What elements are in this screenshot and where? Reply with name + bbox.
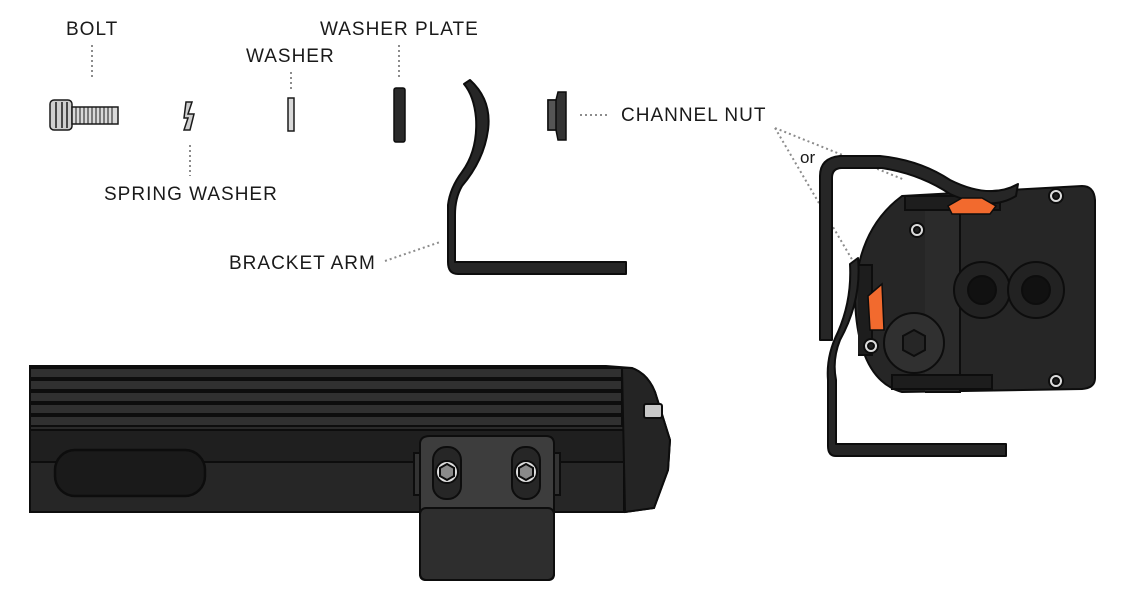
light-housing-side-view	[853, 184, 1096, 394]
light-bar	[29, 365, 672, 514]
channel-nut-side-icon	[867, 282, 885, 331]
washer-plate-label: WASHER PLATE	[320, 19, 479, 40]
hex-bolt-right-icon	[514, 460, 538, 484]
bracket-arm-label: BRACKET ARM	[229, 253, 376, 274]
side-bracket-bottom-arm	[826, 257, 1007, 457]
channel-nut-icon	[547, 91, 567, 141]
washer-icon	[287, 97, 295, 132]
washer-plate-icon	[393, 87, 406, 143]
hex-bolt-left-icon	[435, 460, 459, 484]
bolt-icon	[49, 99, 119, 131]
mounted-bracket	[419, 435, 555, 581]
bracket-arm-leader	[384, 241, 441, 262]
or-label: or	[800, 148, 816, 167]
bracket-arm-icon	[447, 79, 627, 275]
bolt-label: BOLT	[66, 19, 119, 40]
channel-nut-leader-side	[774, 127, 858, 269]
spring-washer-label: SPRING WASHER	[104, 184, 278, 205]
leader-lines	[91, 45, 906, 269]
channel-nut-leader-top	[774, 127, 906, 181]
spring-washer-icon	[182, 101, 195, 131]
channel-nut-label: CHANNEL NUT	[621, 105, 767, 126]
side-bracket-top-arm	[819, 155, 1019, 341]
washer-label: WASHER	[246, 46, 335, 67]
channel-nut-top-icon	[947, 197, 998, 215]
